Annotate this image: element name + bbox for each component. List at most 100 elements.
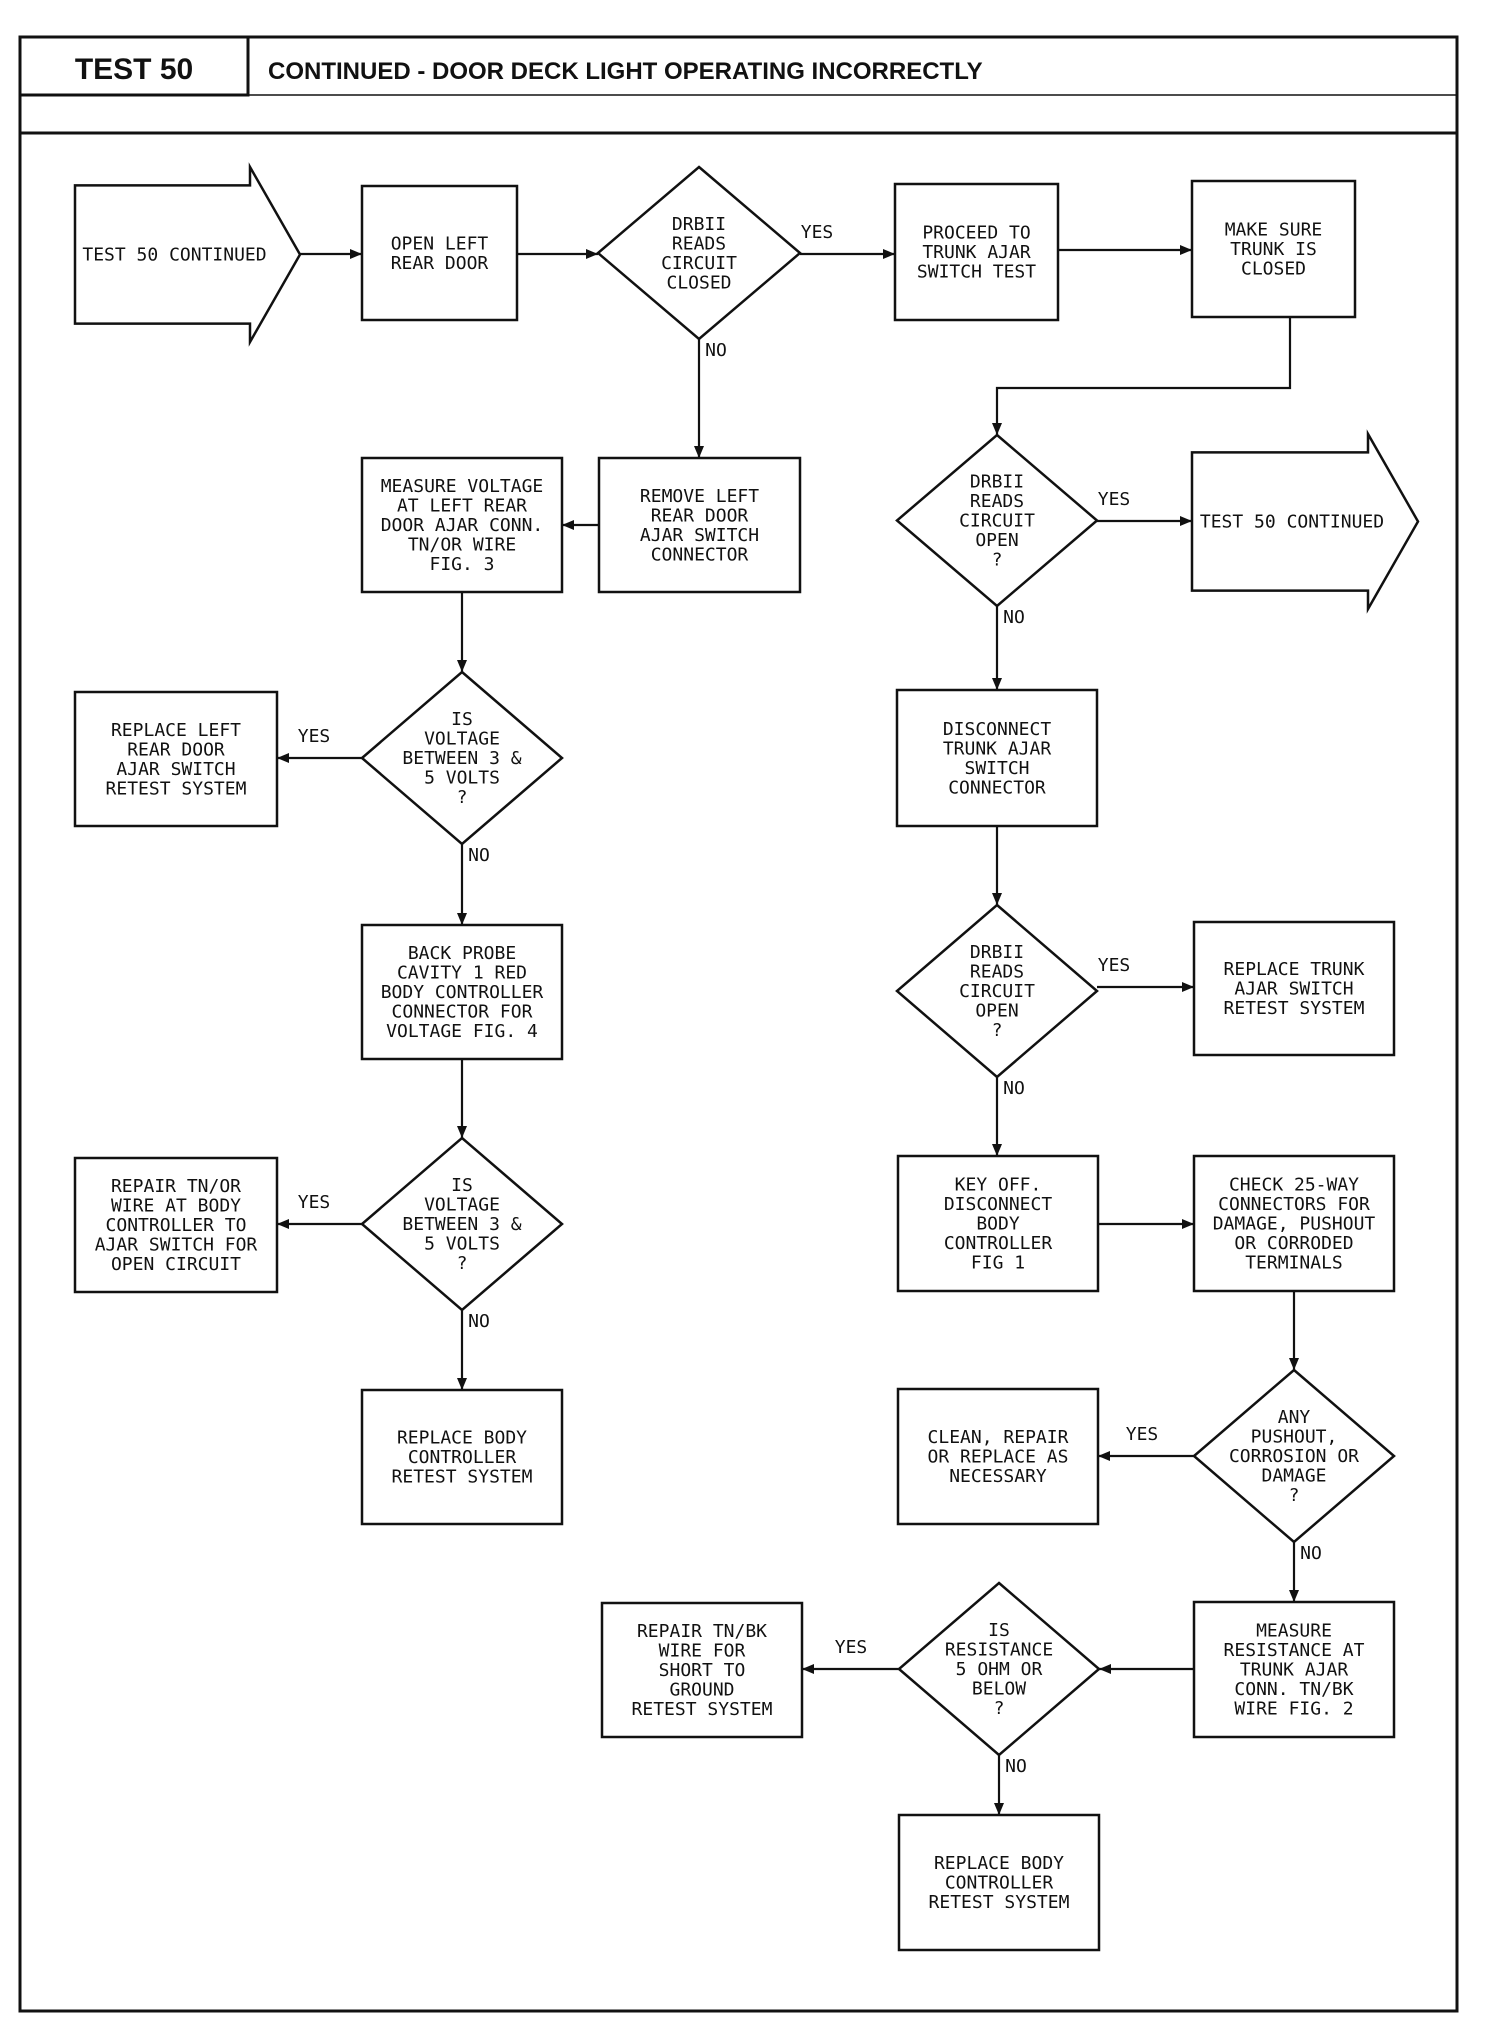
node-text-line: DOOR AJAR CONN. <box>381 515 544 536</box>
node-text-line: REMOVE LEFT <box>640 486 759 507</box>
arrowhead <box>457 660 467 672</box>
node-text-line: NECESSARY <box>949 1466 1047 1487</box>
node-text-line: CONTROLLER TO <box>106 1215 247 1236</box>
node-text-line: DRBII <box>970 942 1024 963</box>
node-text-line: IS <box>451 709 473 730</box>
connector-arrow-shape <box>1190 429 1420 614</box>
node-text-line: TRUNK AJAR <box>922 242 1031 263</box>
node-text-line: ? <box>1289 1485 1300 1506</box>
decision-diamond <box>895 903 1099 1079</box>
node-text-line: 5 VOLTS <box>424 1234 500 1255</box>
decision-diamond <box>897 1581 1101 1757</box>
decision-diamond <box>360 670 564 846</box>
edge-key-off-to-check-25way <box>1098 1219 1194 1229</box>
node-text-line: SHORT TO <box>659 1660 746 1681</box>
arrowhead <box>802 1664 814 1674</box>
node-text-line: VOLTAGE <box>424 1195 500 1216</box>
node-text-line: BETWEEN 3 & <box>402 748 521 769</box>
arrowhead <box>1180 245 1192 255</box>
page-title: CONTINUED - DOOR DECK LIGHT OPERATING IN… <box>268 58 983 85</box>
node-text-line: ANY <box>1278 1407 1311 1428</box>
node-text-line: VOLTAGE FIG. 4 <box>386 1021 538 1042</box>
node-text-line: PUSHOUT, <box>1251 1427 1338 1448</box>
node-text-line: RETEST SYSTEM <box>1224 998 1365 1019</box>
node-text-line: ? <box>994 1698 1005 1719</box>
process-box <box>1192 920 1396 1057</box>
edge-label-yes: YES <box>835 1637 868 1658</box>
node-text-line: WIRE FOR <box>659 1641 746 1662</box>
edge-label-no: NO <box>1003 1078 1025 1099</box>
edge-label-yes: YES <box>1098 955 1131 976</box>
connector-arrow-shape <box>73 162 302 347</box>
node-text-line: READS <box>970 491 1024 512</box>
process-box <box>360 184 519 322</box>
node-text-line: TEST 50 CONTINUED <box>82 245 266 266</box>
node-text-line: READS <box>970 962 1024 983</box>
arrowhead <box>992 423 1002 435</box>
process-box <box>893 182 1060 322</box>
node-text-line: DISCONNECT <box>944 1194 1053 1215</box>
node-text-line: OPEN <box>975 1001 1018 1022</box>
edge-q-drbii-closed-to-proceed-trunk <box>800 249 895 259</box>
node-start-in: TEST 50 CONTINUED <box>73 162 302 347</box>
node-text-line: FIG 1 <box>971 1253 1025 1274</box>
arrowhead <box>1289 1358 1299 1370</box>
process-box <box>600 1601 804 1739</box>
node-text-line: RETEST SYSTEM <box>929 1892 1070 1913</box>
edge-label-no: NO <box>1005 1756 1027 1777</box>
node-text-line: KEY OFF. <box>955 1175 1042 1196</box>
node-text-line: AJAR SWITCH <box>116 759 235 780</box>
arrowhead <box>1182 1219 1194 1229</box>
process-box <box>73 1156 279 1294</box>
node-text-line: CAVITY 1 RED <box>397 963 527 984</box>
edge-label-no: NO <box>468 845 490 866</box>
edge-label-yes: YES <box>1126 1424 1159 1445</box>
node-text-line: READS <box>672 233 726 254</box>
edge-make-sure-trunk-to-q-drbii-open-1 <box>992 317 1292 435</box>
process-box <box>597 456 802 594</box>
node-text-line: BODY CONTROLLER <box>381 982 544 1003</box>
process-box <box>897 1813 1101 1952</box>
edge-open-left-rear-door-to-q-drbii-closed <box>517 249 598 259</box>
node-text-line: CLEAN, REPAIR <box>928 1427 1069 1448</box>
edge-back-probe-to-q-voltage-2 <box>457 1059 467 1138</box>
edge-disconnect-trunk-to-q-drbii-open-2 <box>992 826 1002 905</box>
node-text-line: SWITCH TEST <box>917 262 1036 283</box>
edge-q-pushout-to-clean-repair <box>1098 1451 1194 1461</box>
node-text-line: OPEN CIRCUIT <box>111 1254 241 1275</box>
node-text-line: OPEN <box>975 530 1018 551</box>
arrowhead <box>277 1219 289 1229</box>
node-text-line: CORROSION OR <box>1229 1446 1359 1467</box>
edge-q-voltage-2-to-replace-body-1 <box>457 1310 467 1390</box>
process-box <box>895 688 1099 828</box>
edge-start-in-to-open-left-rear-door <box>300 249 362 259</box>
node-text-line: TRUNK IS <box>1230 239 1317 260</box>
process-box <box>1190 179 1357 319</box>
node-text-line: CIRCUIT <box>959 981 1035 1002</box>
node-text-line: RETEST SYSTEM <box>106 778 247 799</box>
process-box <box>360 456 564 594</box>
node-text-line: CONTROLLER <box>408 1447 517 1468</box>
arrowhead <box>277 753 289 763</box>
arrowhead <box>883 249 895 259</box>
arrowhead <box>994 1803 1004 1815</box>
node-text-line: OPEN LEFT <box>391 233 489 254</box>
edge-q-drbii-open-2-to-replace-trunk <box>1097 982 1194 992</box>
arrowhead <box>992 1144 1002 1156</box>
node-text-line: AJAR SWITCH FOR <box>95 1235 258 1256</box>
node-text-line: REPAIR TN/BK <box>637 1621 767 1642</box>
node-text-line: REAR DOOR <box>651 505 749 526</box>
node-text-line: AJAR SWITCH <box>1234 979 1353 1000</box>
edge-measure-voltage-to-q-voltage-1 <box>457 592 467 672</box>
node-text-line: GROUND <box>669 1680 734 1701</box>
node-text-line: RESISTANCE <box>945 1640 1053 1661</box>
node-text-line: REPLACE BODY <box>934 1853 1064 1874</box>
node-text-line: TRUNK AJAR <box>1240 1660 1349 1681</box>
node-text-line: BACK PROBE <box>408 943 516 964</box>
